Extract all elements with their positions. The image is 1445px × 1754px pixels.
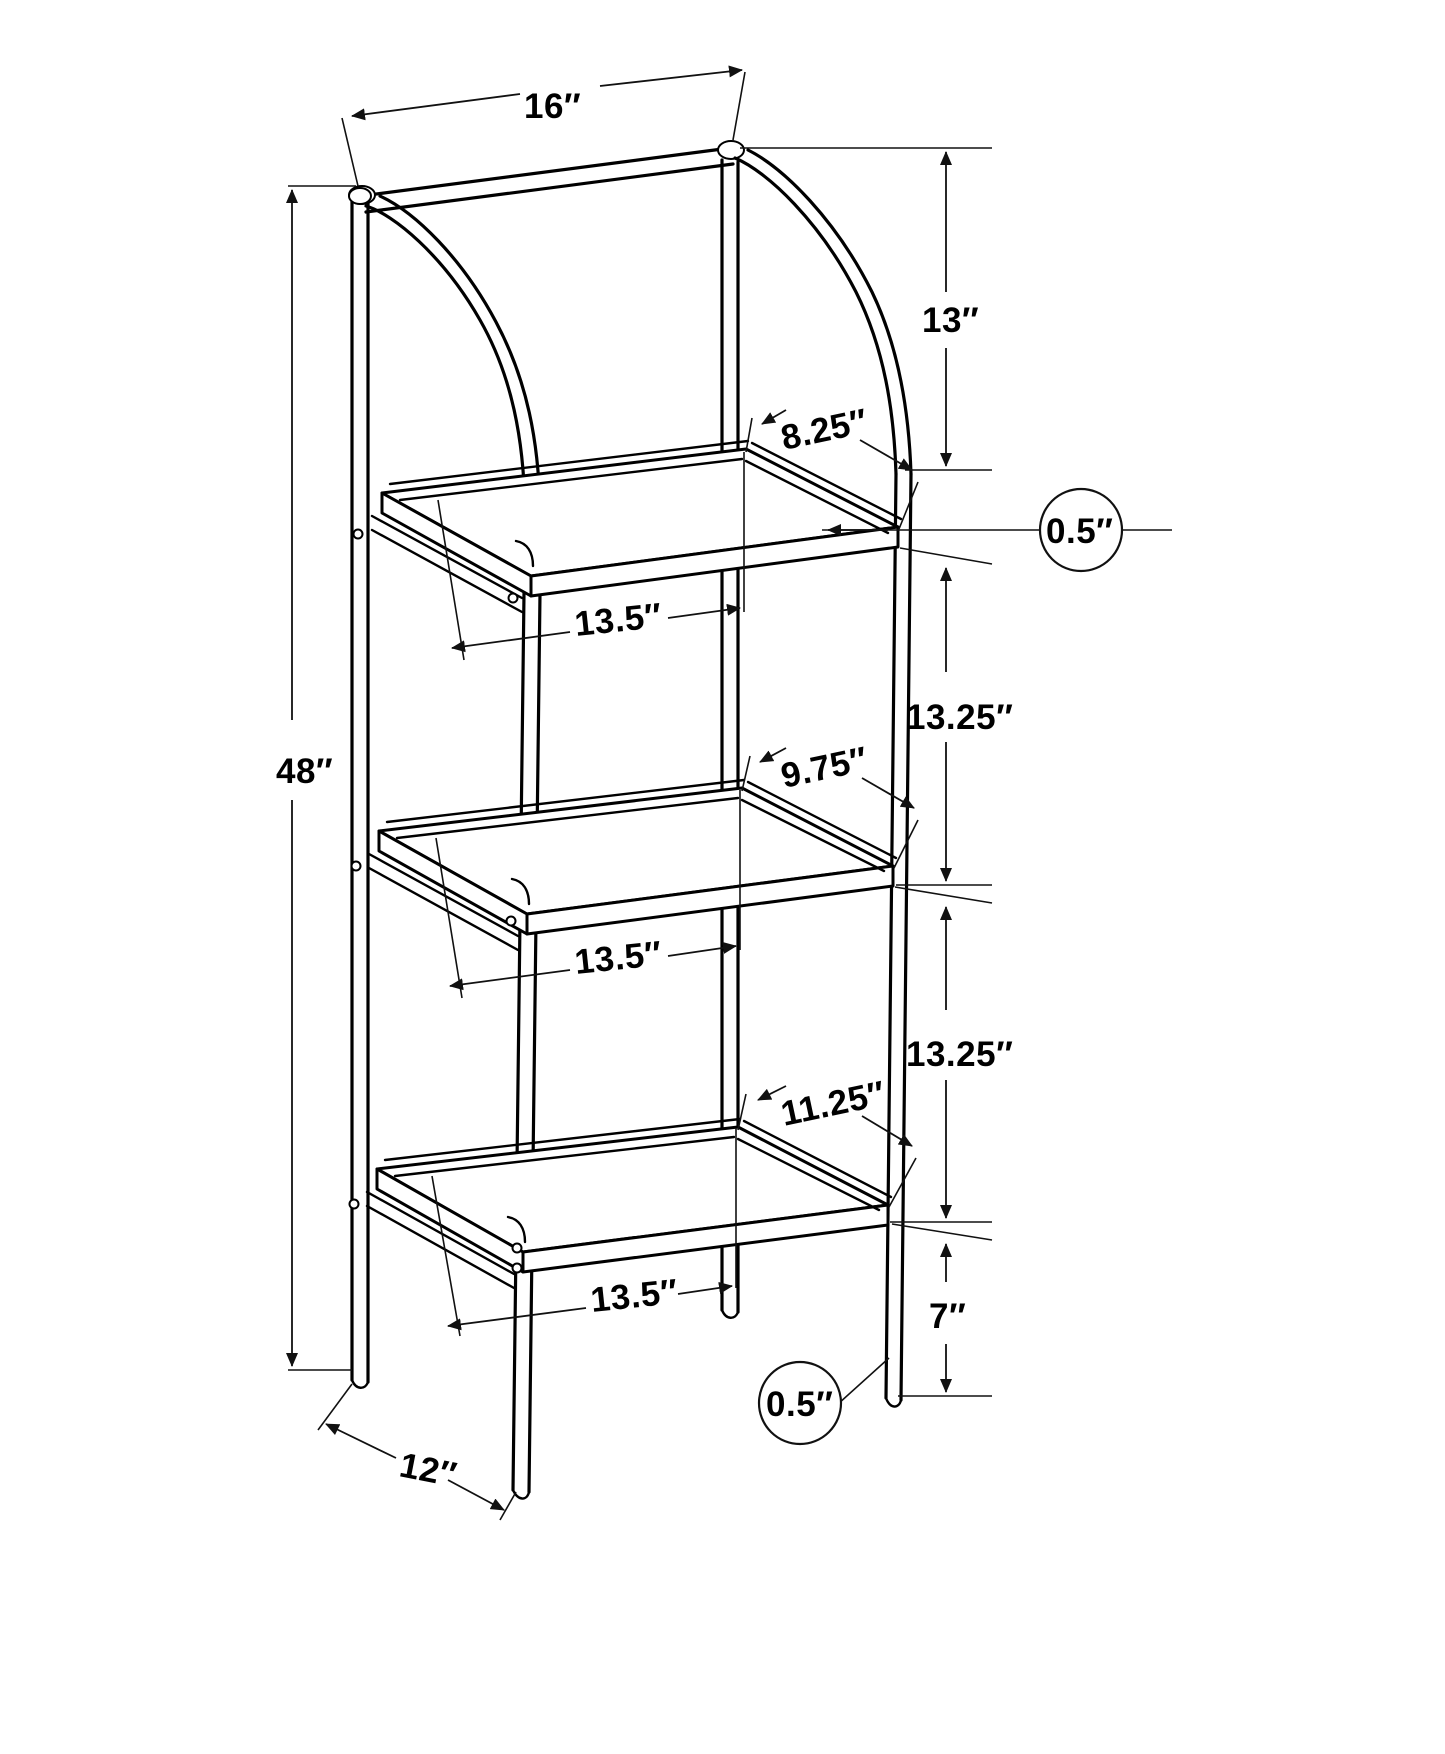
shelf-middle	[350, 778, 898, 952]
label-13-5-inches-top: 13.5″	[573, 596, 664, 644]
dimension-overall-height: 48″	[276, 185, 356, 1371]
label-8-25-inches: 8.25″	[778, 402, 872, 458]
left-front-post	[511, 510, 543, 1500]
dimension-shelf-width-bottom: 13.5″	[431, 1128, 737, 1337]
top-rail-assembly	[348, 140, 745, 214]
callout-tube-top: 0.5″	[822, 487, 1172, 573]
label-13-5-inches-bottom: 13.5″	[589, 1272, 680, 1320]
label-16-inches: 16″	[524, 87, 581, 126]
dimension-top-width: 16″	[341, 65, 746, 187]
dimension-shelf-width-top: 13.5″	[437, 452, 745, 661]
callout-tube-bottom: 0.5″	[757, 1357, 890, 1446]
label-13-25-inches-upper: 13.25″	[906, 698, 1013, 737]
label-13-25-inches-lower: 13.25″	[906, 1035, 1013, 1074]
label-11-25-inches: 11.25″	[778, 1074, 889, 1134]
label-12-inches: 12″	[396, 1446, 460, 1495]
right-curved-arch	[733, 148, 913, 476]
dimension-depth: 12″	[317, 1383, 517, 1521]
dimension-gap-lower: 13.25″	[890, 886, 1013, 1223]
label-13-5-inches-mid: 13.5″	[573, 934, 664, 982]
dimension-shelf-width-mid: 13.5″	[435, 790, 741, 999]
label-7-inches: 7″	[929, 1297, 966, 1336]
label-9-75-inches: 9.75″	[778, 740, 872, 796]
product-line-art	[348, 140, 913, 1500]
left-rear-post	[348, 187, 372, 1389]
left-curved-arch	[364, 194, 542, 514]
label-0-5-inches-bottom: 0.5″	[766, 1385, 833, 1424]
shelf-top	[352, 439, 903, 614]
label-48-inches: 48″	[276, 752, 333, 791]
dimension-floor-clearance: 7″	[891, 1223, 993, 1397]
label-0-5-inches-top: 0.5″	[1046, 512, 1113, 551]
shelf-bottom	[348, 1117, 893, 1290]
dimension-arch-height: 13″	[740, 147, 992, 471]
dimension-gap-upper: 13.25″	[896, 547, 1013, 886]
right-front-post	[884, 472, 913, 1408]
label-13-inches: 13″	[922, 301, 979, 340]
